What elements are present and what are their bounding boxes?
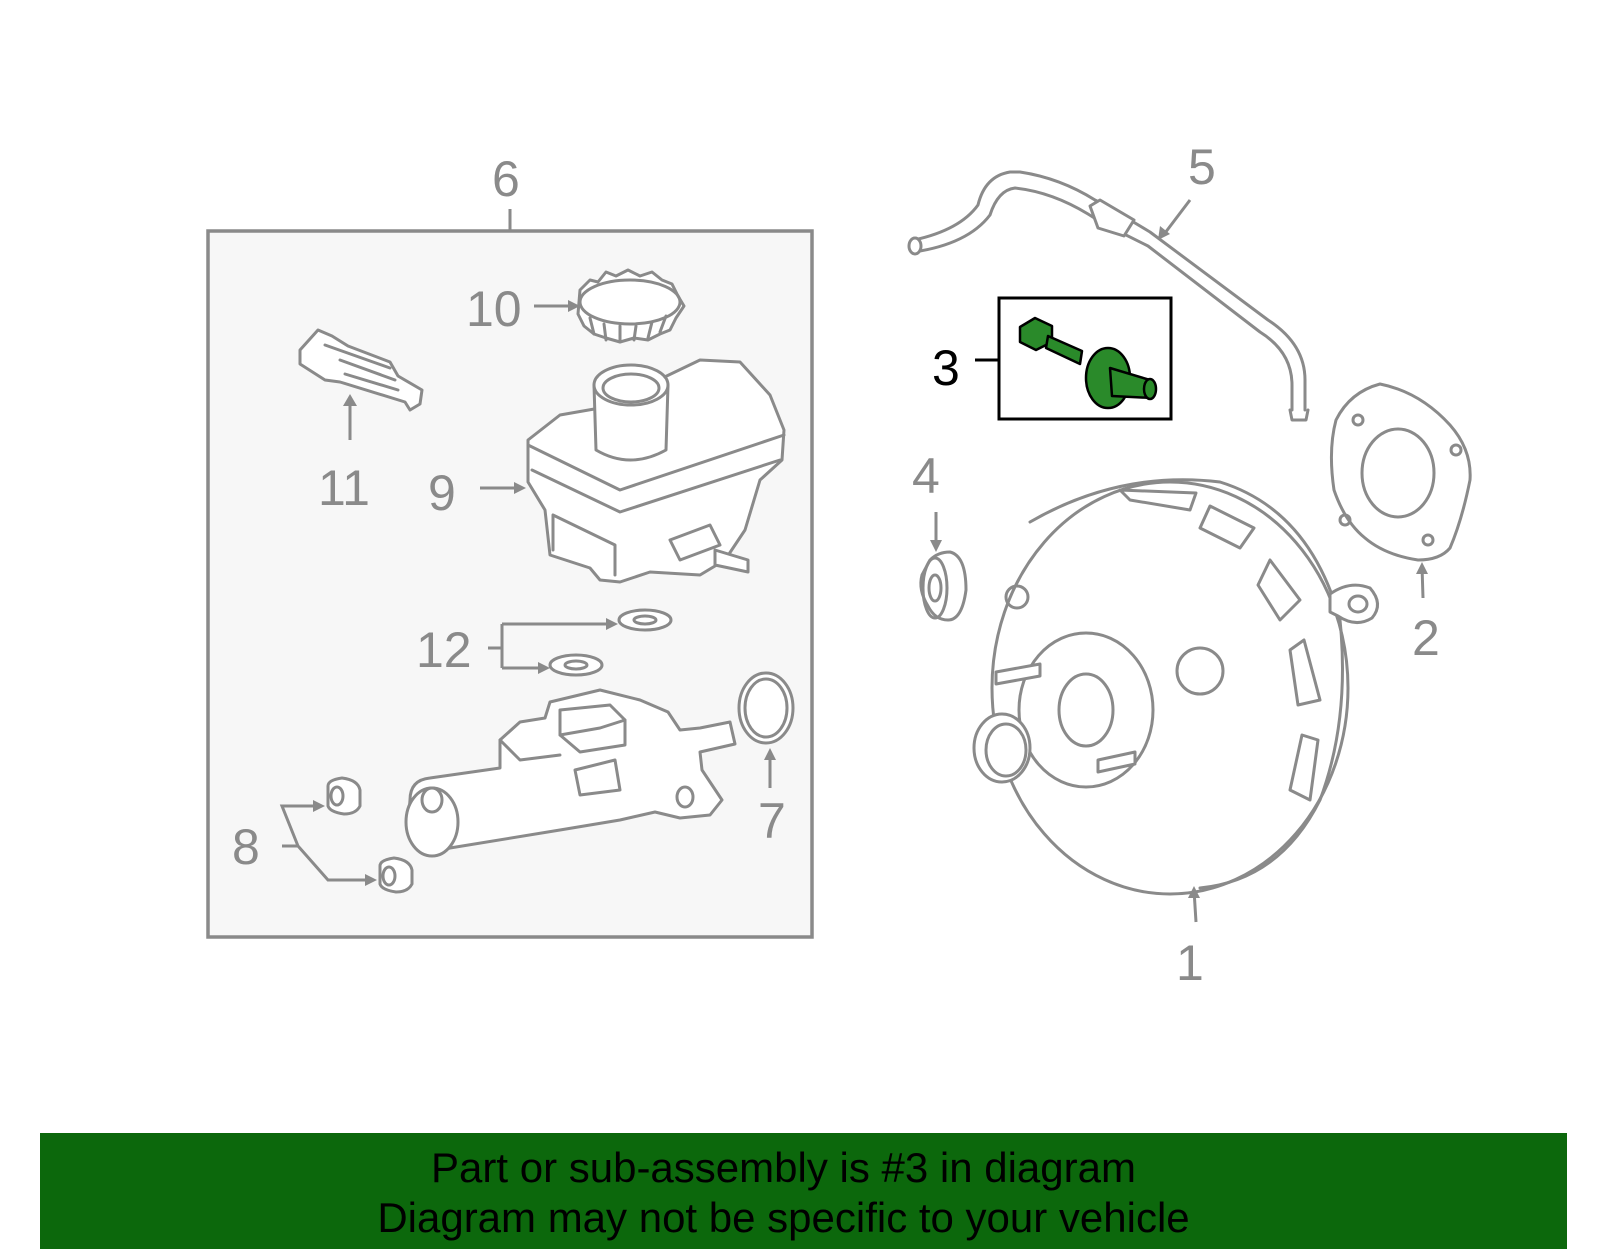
callout-9: 9	[428, 465, 456, 521]
callout-4: 4	[912, 448, 940, 504]
info-banner-line-2: Diagram may not be specific to your vehi…	[377, 1194, 1190, 1241]
part-5-vacuum-hose[interactable]	[907, 170, 1310, 422]
callout-3: 3	[932, 340, 960, 396]
part-10-reservoir-cap[interactable]	[534, 268, 686, 344]
callout-7: 7	[758, 793, 786, 849]
part-7-o-ring[interactable]	[737, 671, 795, 788]
part-9-fluid-reservoir[interactable]	[480, 358, 786, 584]
callout-5: 5	[1188, 139, 1216, 195]
part-8-reservoir-seals[interactable]	[279, 776, 414, 894]
info-banner-line-1: Part or sub-assembly is #3 in diagram	[431, 1144, 1136, 1191]
part-11-level-sensor[interactable]	[298, 328, 424, 440]
callout-10: 10	[466, 281, 522, 337]
callout-1: 1	[1176, 935, 1204, 991]
info-banner: Part or sub-assembly is #3 in diagram Di…	[40, 1133, 1567, 1249]
part-12-grommets[interactable]	[488, 608, 673, 677]
master-cylinder-body[interactable]	[404, 688, 737, 858]
part-2-booster-gasket[interactable]	[1329, 382, 1472, 599]
callout-2: 2	[1412, 610, 1440, 666]
part-4-seal[interactable]	[919, 512, 968, 622]
callout-8: 8	[232, 819, 260, 875]
callout-12: 12	[416, 622, 472, 678]
callout-11: 11	[318, 460, 370, 516]
part-1-brake-booster[interactable]	[972, 478, 1379, 923]
part-3-booster-bolt-set[interactable]	[975, 296, 1173, 421]
callout-6: 6	[492, 151, 520, 207]
